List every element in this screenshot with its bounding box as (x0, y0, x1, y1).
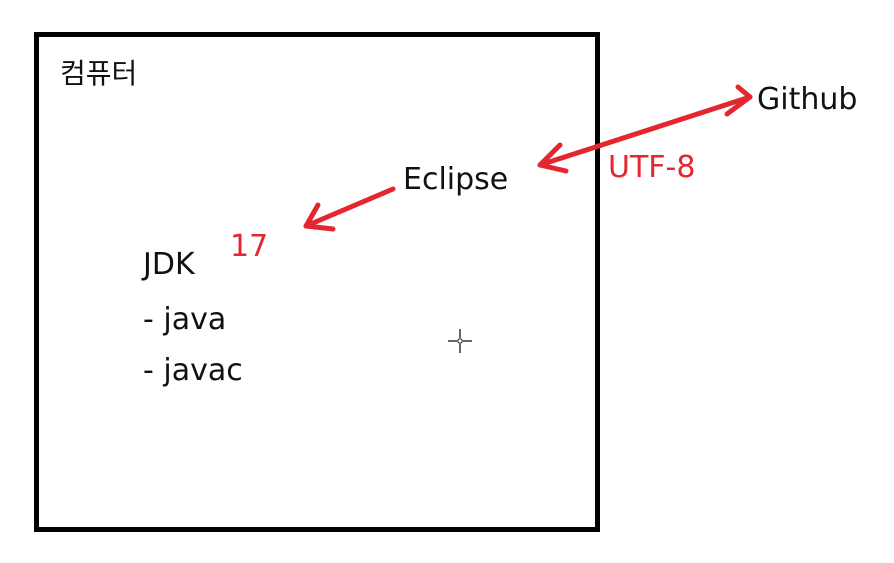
jdk-version-label: 17 (230, 229, 269, 264)
computer-label: 컴퓨터 (60, 57, 138, 90)
jdk-label: JDK (143, 247, 195, 282)
computer-box (34, 32, 600, 532)
encoding-label: UTF-8 (608, 150, 696, 185)
arrowhead-to-github-icon (724, 84, 753, 117)
jdk-item-java: - java (143, 302, 227, 337)
jdk-item-javac: - javac (143, 353, 243, 388)
github-label: Github (757, 82, 858, 117)
crosshair-cursor-icon (448, 329, 472, 353)
eclipse-label: Eclipse (403, 162, 509, 197)
